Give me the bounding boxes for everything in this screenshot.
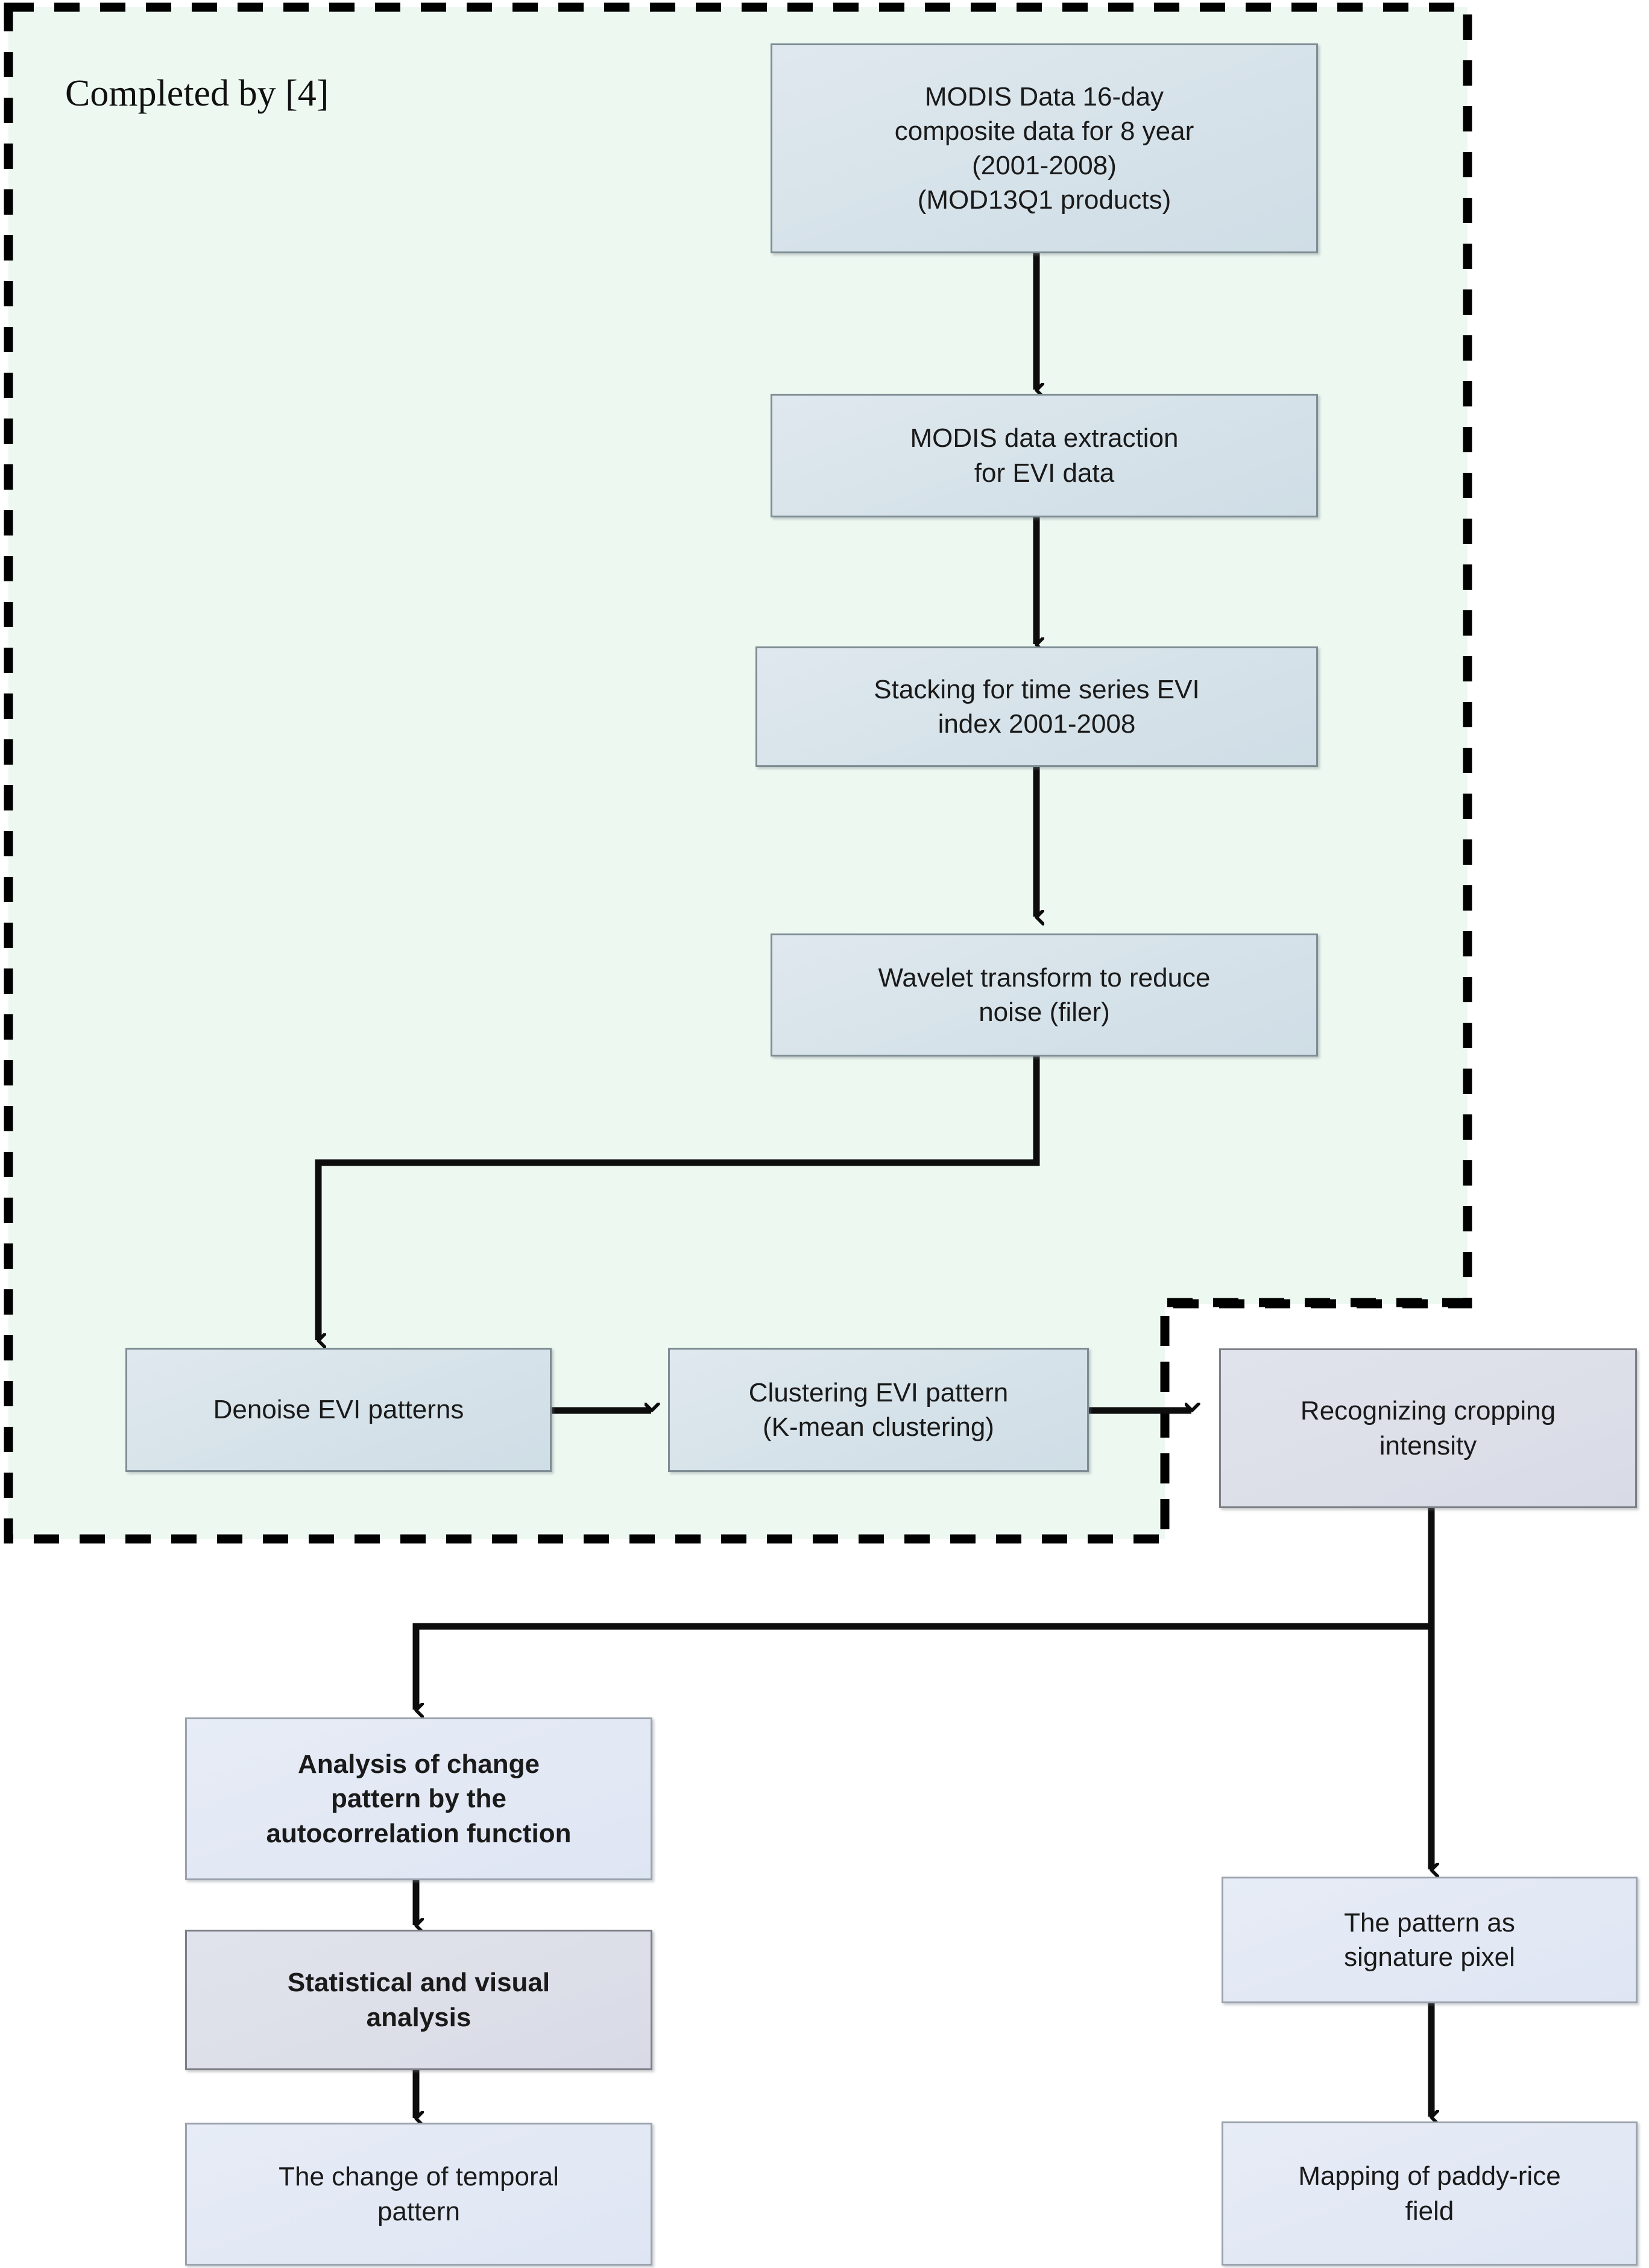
new-work-region-outline <box>1160 1298 1468 1539</box>
node-analysis-change[interactable]: Analysis of change pattern by the autoco… <box>185 1717 652 1880</box>
node-denoise[interactable]: Denoise EVI patterns <box>125 1348 552 1472</box>
node-signature-pixel[interactable]: The pattern as signature pixel <box>1222 1877 1638 2003</box>
node-wavelet[interactable]: Wavelet transform to reduce noise (filer… <box>771 933 1318 1057</box>
completed-region-outline <box>4 2 1472 1544</box>
node-clustering[interactable]: Clustering EVI pattern (K-mean clusterin… <box>668 1348 1089 1472</box>
node-recognizing[interactable]: Recognizing cropping intensity <box>1219 1348 1637 1508</box>
edge-wavelet-to-denoise <box>315 1057 1040 1340</box>
node-modis-extraction[interactable]: MODIS data extraction for EVI data <box>771 394 1318 517</box>
node-temporal-change[interactable]: The change of temporal pattern <box>185 2123 652 2266</box>
node-modis-source[interactable]: MODIS Data 16-day composite data for 8 y… <box>771 43 1318 253</box>
node-stacking[interactable]: Stacking for time series EVI index 2001-… <box>755 646 1318 767</box>
node-mapping[interactable]: Mapping of paddy-rice field <box>1222 2121 1638 2266</box>
completed-region-label: Completed by [4] <box>65 73 329 114</box>
node-statistical[interactable]: Statistical and visual analysis <box>185 1930 652 2070</box>
